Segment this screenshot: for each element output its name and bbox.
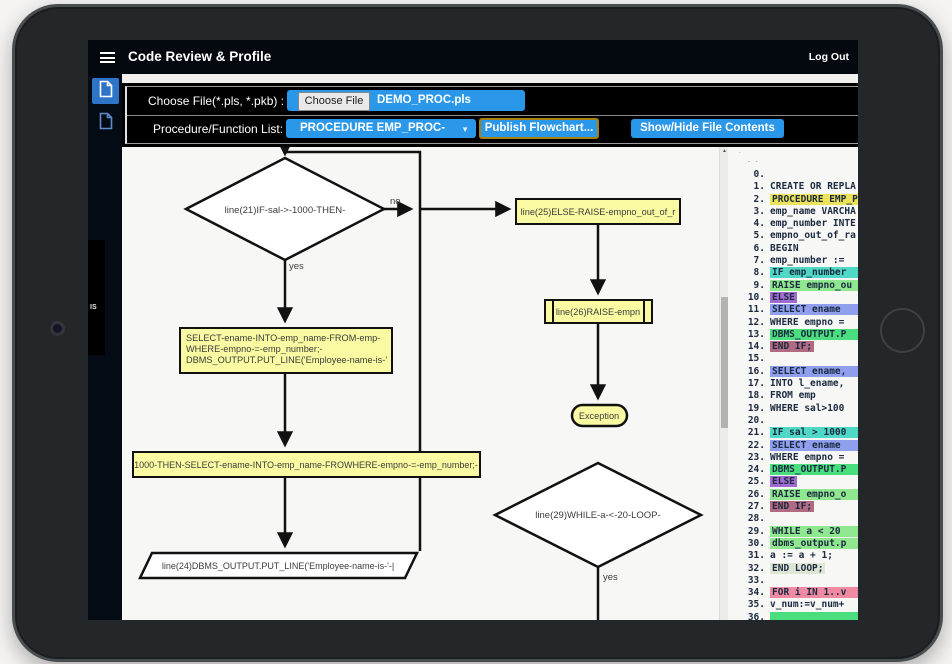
code-line: 2.PROCEDURE EMP_P (728, 193, 858, 206)
chevron-down-icon: ▼ (461, 125, 469, 134)
code-line: 32.END LOOP; (747, 562, 826, 574)
file-icon (99, 80, 113, 103)
toolbar-row-file: Choose File(*.pls, *.pkb) : Choose File … (127, 87, 858, 116)
code-line: 28. (747, 513, 765, 525)
code-line: 22.SELECT ename (728, 439, 858, 452)
code-line: 3.emp_name VARCHA (753, 205, 856, 217)
branch-no-label: no (390, 196, 401, 207)
show-hide-file-contents-button[interactable]: Show/Hide File Contents (631, 119, 784, 138)
code-line: 33. (747, 574, 765, 586)
file-input[interactable]: Choose File DEMO_PROC.pls (287, 90, 525, 111)
decision-if-sal (183, 156, 387, 262)
code-line: 1.CREATE OR REPLA (753, 181, 856, 193)
process-select-line1: SELECT-ename-INTO-emp_name-FROM-emp- (186, 333, 380, 343)
branch-yes-label: yes (289, 261, 304, 272)
code-line: 4.emp_number INTE (753, 218, 856, 230)
decision-while (492, 461, 704, 569)
toolbar-row-procedure: Procedure/Function List: PROCEDURE EMP_P… (127, 116, 858, 143)
procedure-selected-value: PROCEDURE EMP_PROC- (300, 122, 446, 134)
io-putline-box (138, 551, 419, 580)
flow-connectors (276, 147, 607, 620)
code-line: 36. (728, 611, 858, 620)
file-icon (99, 112, 113, 135)
clipped-text-fragment: IS (90, 304, 97, 311)
publish-flowchart-button[interactable]: Publish Flowchart... (479, 118, 599, 139)
choose-file-label: Choose File(*.pls, *.pkb) : (148, 94, 285, 108)
code-line: 19.WHERE sal>100 (747, 402, 845, 414)
selected-file-name: DEMO_PROC.pls (377, 94, 471, 106)
home-button[interactable] (880, 308, 925, 353)
process-select-box (179, 327, 393, 374)
process-else-box (515, 198, 681, 225)
decision-while-label: line(29)WHILE-a-<-20-LOOP- (535, 510, 660, 521)
process-wide-box (132, 451, 481, 478)
code-line: 16.SELECT ename, (728, 365, 858, 378)
code-line: 26.RAISE empno_o (728, 488, 858, 501)
code-line: 21.IF sal > 1000 (728, 427, 858, 439)
code-line: 6.BEGIN (753, 242, 799, 254)
code-line: 0. (753, 169, 765, 180)
app-header: Code Review & Profile Log Out (88, 40, 858, 74)
code-line: 15. (747, 353, 765, 365)
page-title: Code Review & Profile (128, 49, 272, 64)
toolbar-box: Choose File(*.pls, *.pkb) : Choose File … (125, 86, 858, 144)
code-line: 29.WHILE a < 20 (728, 525, 858, 538)
process-wide-label: 1000-THEN-SELECT-ename-INTO-emp_name-FRO… (134, 460, 478, 470)
flowchart-svg: line(21)IF-sal->-1000-THEN- no yes SELEC… (132, 147, 704, 620)
code-line: 9.RAISE empno_ou (728, 279, 858, 292)
terminal-exception-label: Exception (579, 411, 619, 421)
toolbar: Choose File(*.pls, *.pkb) : Choose File … (122, 83, 858, 147)
decision-if-sal-label: line(21)IF-sal->-1000-THEN- (225, 205, 346, 216)
branch-yes2-label: yes (603, 572, 618, 583)
code-line: 17.INTO l_ename, (747, 378, 845, 390)
code-line: 5.empno_out_of_ra (753, 230, 856, 242)
sidebar-overlay-strip (88, 240, 105, 355)
logout-button[interactable]: Log Out (808, 51, 849, 63)
code-line: 13.DBMS_OUTPUT.P (728, 328, 858, 341)
process-select-line2: WHERE-empno-=-emp_number;- (186, 344, 323, 354)
code-line: 34.FOR i IN 1..v (728, 587, 858, 599)
code-line: 14.END IF; (747, 341, 815, 353)
subroutine-raise-box (544, 299, 653, 324)
code-line: 27.END IF; (747, 501, 815, 513)
code-line: 20. (747, 414, 765, 426)
front-camera (50, 321, 65, 336)
code-line: 11.SELECT ename (728, 304, 858, 316)
panel-top-mark: . (739, 149, 741, 155)
code-line: 18.FROM emp (747, 390, 816, 402)
subroutine-raise-label: line(26)RAISE-empn (556, 307, 640, 317)
sidebar-item-file-active[interactable] (92, 78, 119, 104)
io-putline-label: line(24)DBMS_OUTPUT.PUT_LINE('Employee-n… (162, 561, 394, 571)
code-line: 31.a := a + 1; (747, 550, 833, 562)
code-line: 7.emp_number := (753, 255, 851, 267)
code-line: 25.ELSE (747, 476, 797, 488)
code-line: 8.IF emp_number (728, 267, 858, 279)
hamburger-menu-icon[interactable] (100, 52, 115, 63)
terminal-exception (570, 403, 629, 428)
process-else-label: line(25)ELSE-RAISE-empno_out_of_r (521, 207, 676, 217)
code-line: 10.ELSE (747, 291, 797, 303)
code-line: 24.DBMS_OUTPUT.P (728, 464, 858, 476)
procedure-select[interactable]: PROCEDURE EMP_PROC- ▼ (286, 119, 476, 138)
app-screen: Code Review & Profile Log Out IS (88, 40, 858, 620)
code-line: 35.v_num:=v_num+ (747, 599, 845, 611)
procedure-list-label: Procedure/Function List: (153, 122, 284, 136)
code-line: 23.WHERE empno = (747, 451, 845, 463)
code-line: 12.WHERE empno = (747, 316, 845, 328)
choose-file-button[interactable]: Choose File (298, 92, 370, 111)
sidebar-item-file-2[interactable] (92, 110, 119, 136)
sidebar: IS (88, 74, 122, 620)
process-select-line3: DBMS_OUTPUT.PUT_LINE('Employee-name-is-' (186, 355, 387, 365)
scrollbar-thumb[interactable] (721, 297, 728, 428)
code-line: 30.dbms_output.p (728, 537, 858, 550)
scroll-up-arrow-icon[interactable]: ▲ (722, 148, 727, 154)
flowchart-panel: line(21)IF-sal->-1000-THEN- no yes SELEC… (122, 147, 719, 620)
panel-top-mark: - - (748, 159, 760, 165)
